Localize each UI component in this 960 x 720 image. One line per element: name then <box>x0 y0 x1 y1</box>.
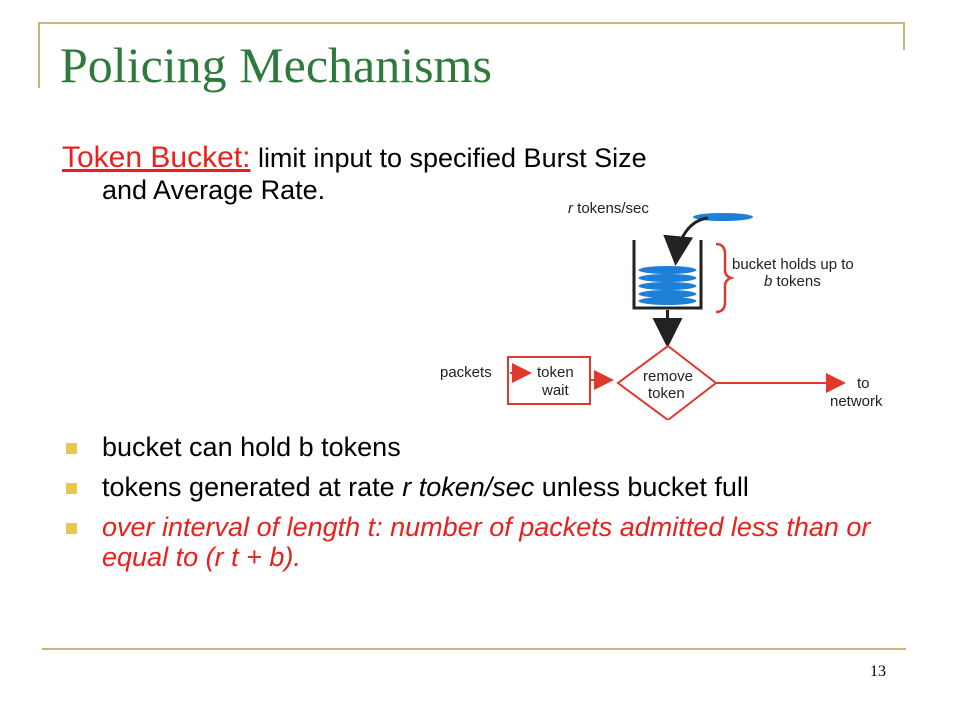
token-inflow-arrow <box>663 216 709 266</box>
frame-right-line <box>903 22 905 50</box>
bucket-capacity-label-line1: bucket holds up to <box>732 256 854 273</box>
remove-token-decision <box>616 344 718 420</box>
rate-label: r tokens/sec <box>568 200 649 217</box>
token-bucket-diagram: r tokens/sec bucket holds up to b tokens… <box>440 200 883 420</box>
bucket-outline <box>632 240 703 310</box>
rate-label-r: r <box>568 200 574 217</box>
page-number: 13 <box>870 663 886 680</box>
bullet-item-interval: over interval of length t: number of pac… <box>66 512 896 572</box>
bucket-capacity-tokens: tokens <box>772 273 820 290</box>
frame-left-line <box>38 22 40 88</box>
token-wait-label-line1: token <box>537 364 574 381</box>
bucket-capacity-label-line2: b tokens <box>764 273 821 290</box>
frame-top-line <box>38 22 905 24</box>
bullet-text: bucket can hold b tokens <box>102 432 401 462</box>
packets-label: packets <box>440 364 492 381</box>
rate-label-rest: tokens/sec <box>573 200 649 217</box>
bullet-text: over interval of length t: number of pac… <box>102 512 871 572</box>
remove-token-label-line1: remove <box>643 368 693 385</box>
remove-token-label-line2: token <box>648 385 685 402</box>
bullet-square-icon <box>66 523 77 534</box>
bullet-text-suffix: unless bucket full <box>534 472 749 502</box>
bucket-capacity-brace <box>715 242 735 314</box>
bucket-capacity-b: b <box>764 273 772 290</box>
intro-text-line1: limit input to specified Burst Size <box>250 143 647 173</box>
bullet-item-capacity: bucket can hold b tokens <box>66 432 896 462</box>
bullet-text-prefix: tokens generated at rate <box>102 472 403 502</box>
to-network-label-line1: to <box>857 375 870 392</box>
intro-paragraph: Token Bucket: limit input to specified B… <box>62 142 842 206</box>
bullet-text-italic: r token/sec <box>402 472 535 502</box>
token-bucket-keyword: Token Bucket: <box>62 141 251 174</box>
bullet-list: bucket can hold b tokens tokens generate… <box>66 432 896 582</box>
frame-bottom-line <box>42 648 906 650</box>
bullet-square-icon <box>66 483 77 494</box>
intro-text-line2: and Average Rate. <box>102 175 326 205</box>
to-network-label-line2: network <box>830 393 883 410</box>
bullet-square-icon <box>66 443 77 454</box>
slide-title: Policing Mechanisms <box>60 37 492 93</box>
bullet-item-rate: tokens generated at rate r token/sec unl… <box>66 472 896 502</box>
bucket-tokens <box>638 266 697 305</box>
token-wait-label-line2: wait <box>541 382 570 399</box>
